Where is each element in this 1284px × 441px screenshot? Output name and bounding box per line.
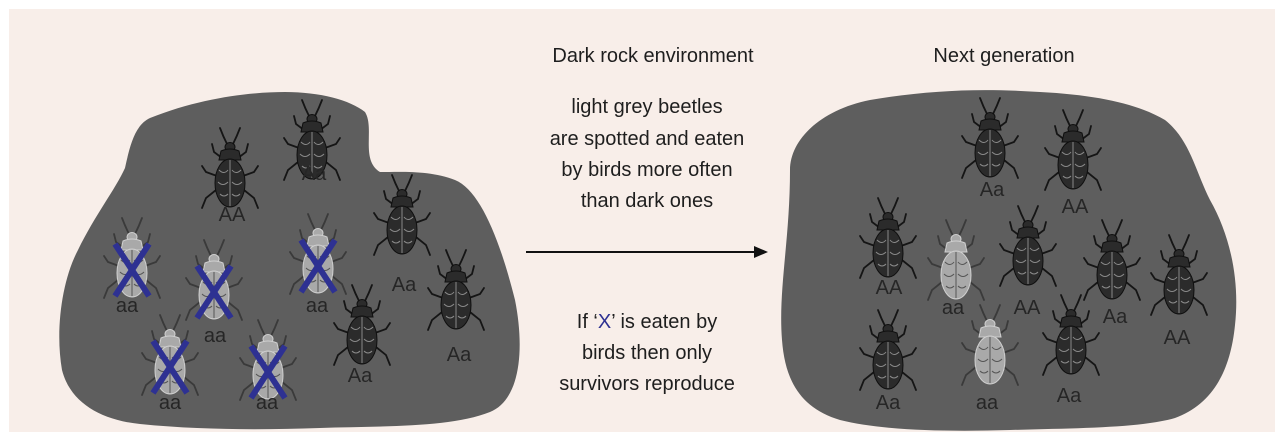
note-line-1-start: If ‘ [577,311,598,333]
genotype-label: Aa [1103,306,1128,328]
genotype-label: Aa [392,274,417,296]
genotype-label: AA [219,204,246,226]
explanation-text: light grey beetles are spotted and eaten… [550,96,745,212]
genotype-label: Aa [302,163,327,185]
explanation-line-4: than dark ones [581,190,713,212]
genotype-label: aa [306,295,329,317]
genotype-label: Aa [876,392,901,414]
heading-dark-rock: Dark rock environment [552,45,754,67]
genotype-label: Aa [1057,385,1082,407]
genotype-label: AA [876,277,903,299]
genotype-label: AA [1164,327,1191,349]
genotype-label: aa [942,297,965,319]
dark-rock-right [781,90,1236,431]
arrow [526,246,768,258]
genotype-label: aa [204,325,227,347]
explanation-line-2: are spotted and eaten [550,128,745,150]
note-line-2: birds then only [582,342,712,364]
genotype-label: AA [1062,196,1089,218]
explanation-line-3: by birds more often [561,159,732,181]
genotype-label: AA [1014,297,1041,319]
note-x-symbol: X [598,311,611,333]
note-line-3: survivors reproduce [559,373,735,395]
note-text: If ‘X’ is eaten by birds then only survi… [559,311,735,395]
genotype-label: aa [116,295,139,317]
heading-next-generation: Next generation [933,45,1074,67]
explanation-line-1: light grey beetles [571,96,722,118]
note-line-1-end: ’ is eaten by [611,311,717,333]
genotype-label: Aa [980,179,1005,201]
genotype-label: Aa [447,344,472,366]
genotype-label: aa [976,392,999,414]
genotype-label: aa [159,392,182,414]
genotype-label: aa [256,392,279,414]
genotype-label: Aa [348,365,373,387]
note-line-1: If ‘X’ is eaten by [577,311,717,333]
